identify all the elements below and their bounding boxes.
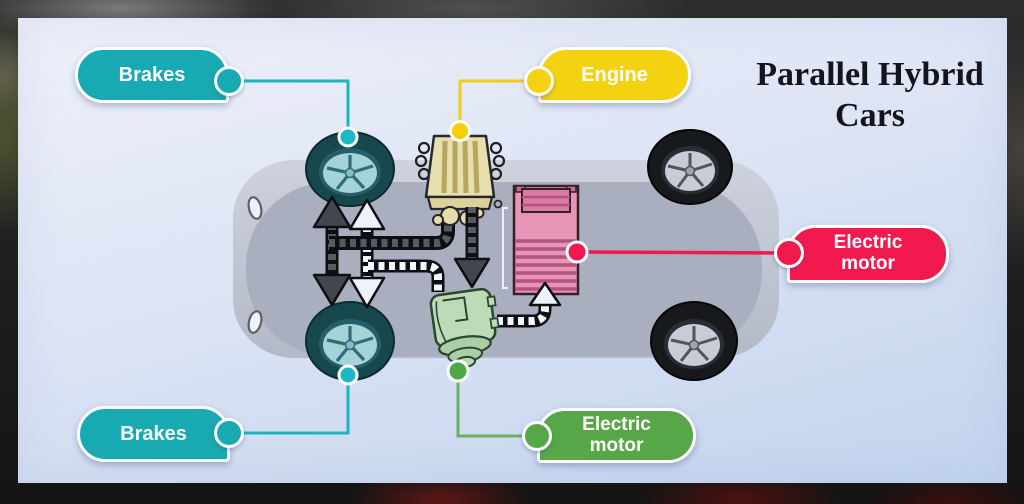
drive-shaft-icon (329, 211, 455, 292)
left-mirror-icon (247, 196, 263, 220)
callout-electric-motor-right: Electric motor (787, 225, 949, 283)
callout-label: Brakes (120, 423, 187, 445)
connector-node-brakes-front (214, 66, 244, 96)
callout-label: Electric motor (582, 413, 651, 456)
front-right-wheel-icon (647, 129, 733, 205)
front-brake-anchor-dot (337, 126, 359, 148)
rear-right-wheel-icon (650, 301, 738, 381)
callout-label: Engine (581, 64, 648, 86)
rear-left-wheel-icon (305, 301, 395, 381)
callout-brakes-rear: Brakes (77, 406, 230, 462)
motor-block-anchor-dot (565, 240, 589, 264)
page-title: Parallel Hybrid Cars (756, 56, 984, 134)
power-flow-arrow-icon (497, 281, 562, 328)
connector-node-brakes-rear (214, 418, 244, 448)
connector-node-electric-motor-right (774, 238, 804, 268)
axle-double-arrows-icon (312, 195, 386, 309)
motor-cylinder-anchor-dot (446, 359, 470, 383)
anchor-dots (337, 120, 589, 386)
callout-label: Brakes (118, 64, 186, 86)
electric-motor-cylinder-icon (429, 287, 500, 369)
callout-electric-motor-rear: Electric motor (537, 408, 696, 463)
leader-lines (229, 79, 790, 438)
engine-icon (414, 134, 506, 226)
callout-brakes-front: Brakes (75, 47, 229, 103)
engine-power-arrow-icon (453, 207, 491, 289)
connector-node-electric-motor-rear (522, 421, 552, 451)
left-mirror-icon (247, 310, 263, 334)
callout-engine: Engine (538, 47, 691, 103)
rear-brake-anchor-dot (337, 364, 359, 386)
electric-motor-block-icon (502, 184, 580, 296)
connector-node-engine (524, 66, 554, 96)
callout-label: Electric motor (833, 232, 903, 274)
front-left-wheel-icon (305, 131, 395, 207)
engine-anchor-dot (449, 120, 471, 142)
